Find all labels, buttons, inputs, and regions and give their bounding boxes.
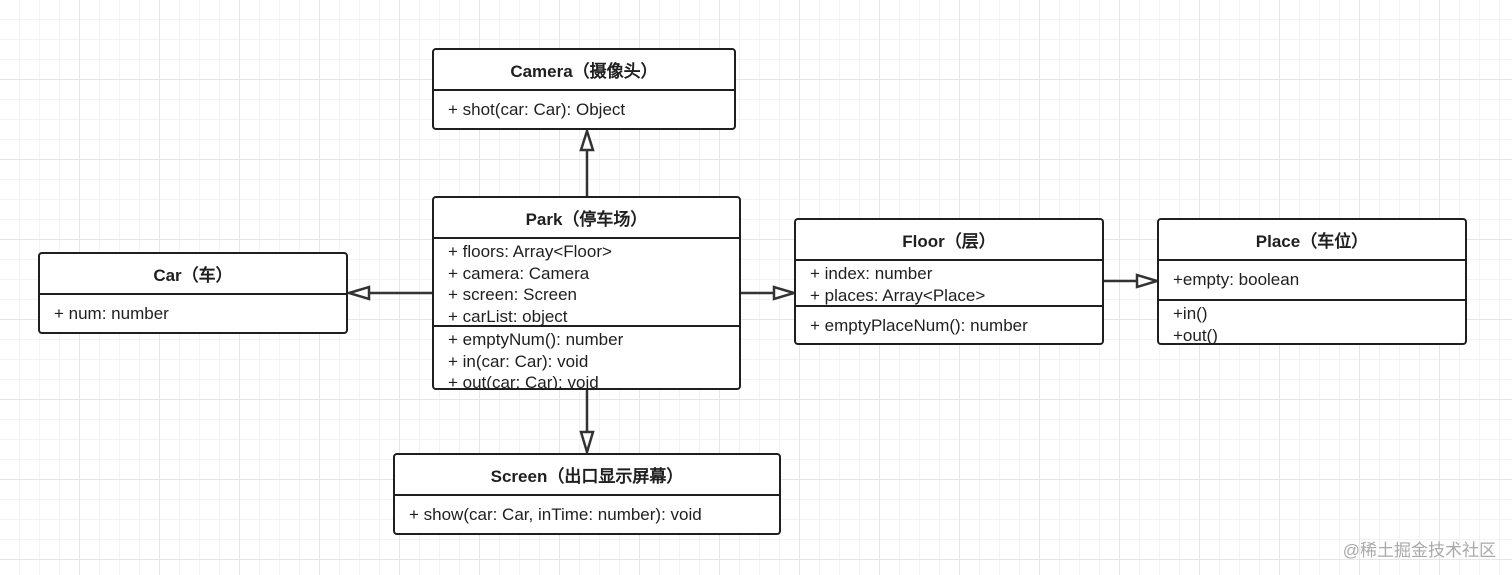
class-park-title: Park（停车场） xyxy=(434,198,739,239)
class-screen[interactable]: Screen（出口显示屏幕） + show(car: Car, inTime: … xyxy=(393,453,781,535)
method-place-out: +out() xyxy=(1173,325,1218,345)
attribute-index: + index: number xyxy=(810,264,933,283)
method-show: + show(car: Car, inTime: number): void xyxy=(409,505,702,524)
class-car[interactable]: Car（车） + num: number xyxy=(38,252,348,334)
method-place-in: +in() xyxy=(1173,304,1208,323)
class-place[interactable]: Place（车位） +empty: boolean +in() +out() xyxy=(1157,218,1467,345)
class-park[interactable]: Park（停车场） + floors: Array<Floor> + camer… xyxy=(432,196,741,390)
class-floor-methods: + emptyPlaceNum(): number xyxy=(796,307,1102,337)
attribute-screen: + screen: Screen xyxy=(448,285,577,304)
attribute-camera: + camera: Camera xyxy=(448,263,590,283)
attribute-num: + num: number xyxy=(54,304,169,323)
method-out: + out(car: Car): void xyxy=(448,373,599,390)
class-place-title: Place（车位） xyxy=(1159,220,1465,261)
class-car-title: Car（车） xyxy=(40,254,346,295)
attribute-places: + places: Array<Place> xyxy=(810,285,986,305)
class-camera[interactable]: Camera（摄像头） + shot(car: Car): Object xyxy=(432,48,736,130)
watermark-text: @稀土掘金技术社区 xyxy=(1342,541,1496,560)
class-place-methods: +in() +out() xyxy=(1159,301,1465,345)
arrowhead-camera xyxy=(579,126,595,152)
method-shot: + shot(car: Car): Object xyxy=(448,100,626,119)
class-floor-title: Floor（层） xyxy=(796,220,1102,261)
class-floor[interactable]: Floor（层） + index: number + places: Array… xyxy=(794,218,1104,345)
class-camera-title: Camera（摄像头） xyxy=(434,50,734,91)
arrowhead-car xyxy=(344,285,371,301)
class-camera-methods: + shot(car: Car): Object xyxy=(434,91,734,121)
class-screen-title: Screen（出口显示屏幕） xyxy=(395,455,779,496)
arrowhead-screen xyxy=(579,430,595,457)
attribute-carlist: + carList: object xyxy=(448,306,568,326)
class-park-methods: + emptyNum(): number + in(car: Car): voi… xyxy=(434,327,739,390)
attribute-floors: + floors: Array<Floor> xyxy=(448,242,612,261)
attribute-empty: +empty: boolean xyxy=(1173,270,1300,289)
arrowhead-floor xyxy=(772,285,799,301)
arrowhead-place xyxy=(1135,273,1162,289)
method-emptyplacenum: + emptyPlaceNum(): number xyxy=(810,316,1028,335)
class-park-attributes: + floors: Array<Floor> + camera: Camera … xyxy=(434,239,739,327)
class-floor-attributes: + index: number + places: Array<Place> xyxy=(796,261,1102,307)
class-screen-methods: + show(car: Car, inTime: number): void xyxy=(395,496,779,526)
class-place-attributes: +empty: boolean xyxy=(1159,261,1465,301)
method-in: + in(car: Car): void xyxy=(448,351,589,371)
class-car-attributes: + num: number xyxy=(40,295,346,325)
method-emptynum: + emptyNum(): number xyxy=(448,330,624,349)
